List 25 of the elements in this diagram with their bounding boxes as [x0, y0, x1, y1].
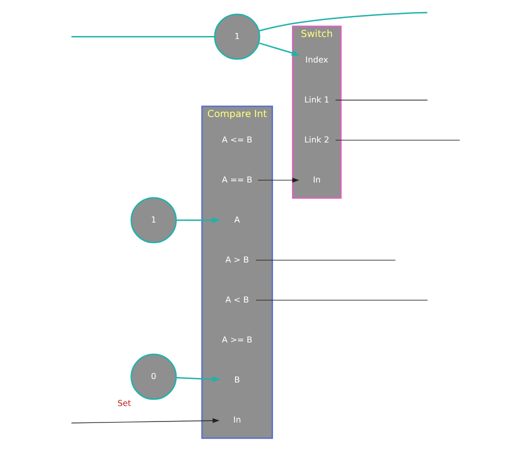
node-text: In	[312, 174, 321, 184]
node-text: A >= B	[222, 334, 252, 344]
node-circle: 0	[130, 354, 177, 400]
node-text: Link 2	[304, 134, 330, 144]
node-text: A < B	[225, 294, 249, 304]
arrow	[258, 178, 300, 183]
node-text: A	[234, 214, 240, 224]
arrow	[258, 42, 300, 56]
node-text: B	[234, 374, 240, 384]
arrow	[71, 418, 220, 424]
node-text: In	[233, 414, 241, 424]
node-label: Set	[117, 398, 132, 408]
node-text: Link 1	[304, 94, 330, 104]
node-text: Index	[305, 54, 328, 64]
node-text: A > B	[225, 254, 249, 264]
node-circle: 1	[214, 14, 260, 60]
arrow	[176, 217, 221, 224]
node-text: A == B	[222, 174, 252, 184]
connector	[258, 12, 428, 32]
arrow	[176, 376, 221, 382]
connector	[256, 300, 428, 301]
connector	[256, 260, 396, 261]
node-text: A <= B	[222, 134, 252, 144]
node-circle: 1	[130, 197, 177, 244]
connector	[71, 36, 215, 38]
